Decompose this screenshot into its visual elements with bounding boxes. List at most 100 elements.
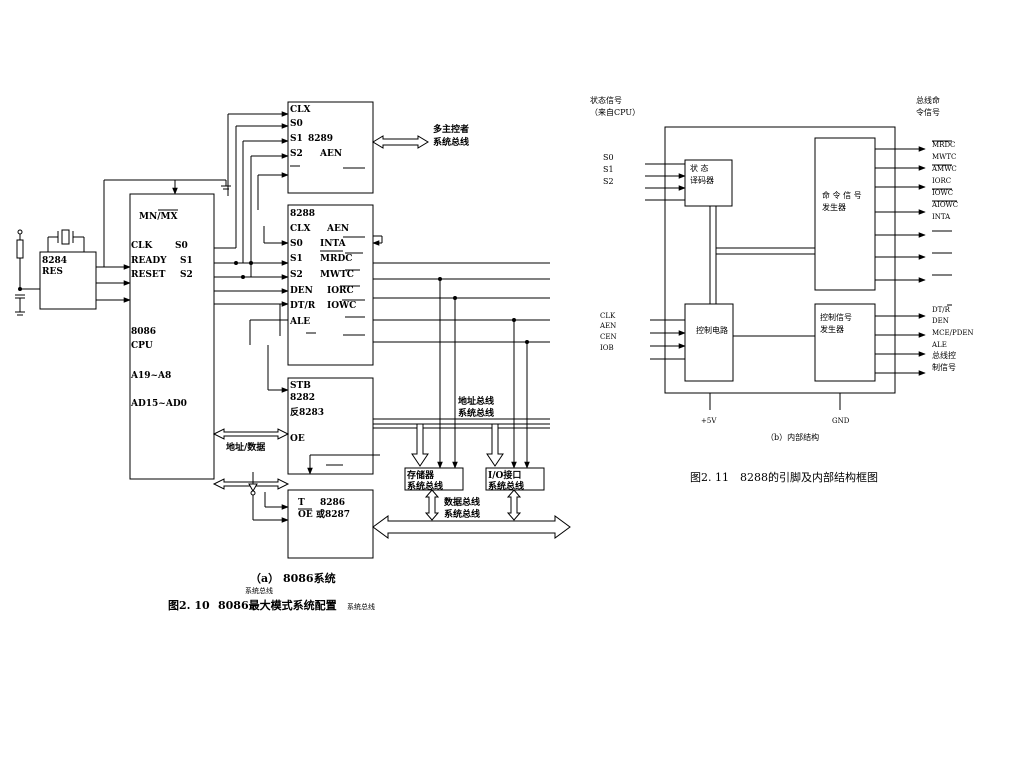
chip-alt-8287: 或8287	[316, 508, 350, 520]
small-bus-label: 系统总线	[245, 586, 273, 595]
pin-s0: S0	[290, 119, 303, 129]
cpu-name: 8086	[131, 327, 156, 337]
ctrl-out-dtr: DT/R	[932, 306, 951, 314]
pin-clx: CLX	[290, 105, 310, 115]
chip-name-8284: 8284	[42, 256, 67, 266]
data-bus-arrow	[372, 515, 571, 539]
chip-8086: MN/MX CLK S0 READY S1 RESET S2 8086 CPU …	[129, 193, 215, 480]
ctrl-out-bus-1: 总线控	[932, 350, 956, 360]
pin-oe-8282: OE	[290, 434, 305, 444]
cmd-out-iorc: IORC	[932, 177, 951, 185]
control-circuit: 控制电路	[684, 303, 734, 382]
memory-block: 存储器 系统总线	[404, 467, 464, 492]
pin-s2: S2	[290, 149, 303, 159]
pin-aen: AEN	[319, 149, 342, 159]
mem-label-2: 系统总线	[407, 480, 443, 492]
ctrl-gen-label-2: 发生器	[820, 324, 844, 334]
chip-name-8282: 8282	[290, 393, 315, 403]
pin-oe-8286: OE	[298, 510, 313, 520]
pin-s1-cpu: S1	[180, 256, 193, 266]
pin-s2-cpu: S2	[180, 270, 193, 280]
mem-label-1: 存储器	[407, 469, 435, 481]
ctrl-pin-aen: AEN	[599, 322, 616, 330]
io-block: I/O接口 系统总线	[485, 467, 545, 492]
caption-tail-210: 系统总线	[347, 602, 375, 611]
pin-s0-8288: S0	[290, 239, 303, 249]
vcc-label: +5V	[701, 417, 717, 425]
pin-s1: S1	[290, 134, 303, 144]
decoder-label-2: 译码器	[690, 176, 714, 185]
ctrl-circuit-label: 控制电路	[696, 325, 728, 335]
pin-mwtc: MWTC	[320, 270, 354, 280]
cmd-out-label-2: 令信号	[916, 107, 940, 117]
sub-caption-b: （b）内部结构	[766, 432, 819, 442]
chip-8282: STB 8282 反8283 OE	[287, 377, 374, 475]
io-label-2: 系统总线	[488, 480, 524, 492]
ctrl-pin-cen: CEN	[600, 333, 617, 341]
pin-inta: INTA	[320, 239, 347, 249]
cmd-out-mrdc: MRDC	[932, 141, 955, 149]
pin-clk: CLK	[131, 241, 153, 251]
caption-num-210: 图2. 10	[168, 599, 210, 612]
ctrl-pin-clk: CLK	[600, 312, 616, 320]
status-in-label-2: （来自CPU）	[590, 107, 640, 117]
pin-iorc: IORC	[327, 286, 354, 296]
addr-data-label: 地址/数据	[226, 441, 265, 453]
pin-res: RES	[42, 267, 63, 277]
status-decoder: 状 态 译码器	[684, 159, 733, 207]
cpu-label: CPU	[131, 341, 153, 351]
pin-t: T	[298, 498, 305, 508]
addr-data-arrow	[212, 428, 290, 440]
pin-reset: RESET	[131, 270, 166, 280]
chip-8289: CLX S0 S1 8289 S2 AEN	[287, 101, 374, 194]
command-generator: 命 令 信 号 发生器	[814, 137, 876, 291]
cmd-out-amwc: AMWC	[931, 165, 957, 173]
ad-pins: AD15~AD0	[130, 399, 187, 409]
status-pin-s0: S0	[603, 153, 614, 162]
pin-stb: STB	[290, 381, 311, 391]
pin-ale: ALE	[289, 317, 310, 327]
pin-mrdc: MRDC	[320, 254, 352, 264]
cmd-out-mwtc: MWTC	[932, 153, 956, 161]
chip-8288: 8288 CLX AEN S0 INTA S1 MRDC S2 MWTC DEN…	[287, 204, 374, 366]
ctrl-out-bus-2: 制信号	[932, 362, 956, 372]
pin-aen-8288: AEN	[326, 224, 349, 234]
cmd-gen-label-2: 发生器	[822, 202, 846, 212]
pin-s2-8288: S2	[290, 270, 303, 280]
multi-bus-arrow	[372, 135, 429, 149]
cmd-out-inta: INTA	[932, 213, 951, 221]
data-bus-label-1: 数据总线	[444, 496, 480, 508]
chip-name-8286: 8286	[320, 498, 345, 508]
io-addr-arrow	[486, 423, 504, 467]
multi-bus-label-1: 多主控者	[433, 123, 469, 135]
pin-dtr: DT/R	[290, 301, 316, 311]
mem-addr-arrow	[411, 423, 429, 467]
cmd-out-aiowc: AIOWC	[931, 201, 958, 209]
multi-bus-label-2: 系统总线	[433, 136, 469, 148]
pin-s1-8288: S1	[290, 254, 303, 264]
status-in-label-1: 状态信号	[590, 95, 622, 105]
figure-2-11: 状态信号 （来自CPU） 总线命 令信号 S0 S1 S2 状 态 译码器 命 …	[590, 95, 974, 484]
caption-211: 8288的引脚及内部结构框图	[740, 470, 878, 484]
pin-iowc: IOWC	[327, 301, 356, 311]
chip-8286: T 8286 OE 或8287	[287, 489, 374, 559]
cmd-out-iowc: IOWC	[932, 189, 953, 197]
gnd-label: GND	[832, 417, 850, 425]
caption-210: 8086最大模式系统配置	[218, 598, 337, 612]
decoder-label-1: 状 态	[690, 163, 709, 173]
io-label-1: I/O接口	[488, 469, 521, 481]
control-signal-generator: 控制信号 发生器	[814, 303, 876, 382]
figure-2-10: CLX S0 S1 8289 S2 AEN 多主控者 系统总线 8284 RES	[15, 101, 571, 612]
pin-s0-cpu: S0	[175, 241, 188, 251]
ctrl-out-den: DEN	[932, 317, 949, 325]
ctrl-out-mce: MCE/PDEN	[932, 329, 974, 337]
chip-8284: 8284 RES	[15, 229, 97, 316]
status-pin-s2: S2	[603, 177, 614, 186]
pin-den: DEN	[290, 286, 313, 296]
cmd-out-label-1: 总线命	[916, 95, 940, 105]
pin-clx-8288: CLX	[290, 224, 310, 234]
caption-num-211: 图2. 11	[690, 471, 729, 484]
cmd-gen-label-1: 命 令 信 号	[822, 190, 862, 200]
